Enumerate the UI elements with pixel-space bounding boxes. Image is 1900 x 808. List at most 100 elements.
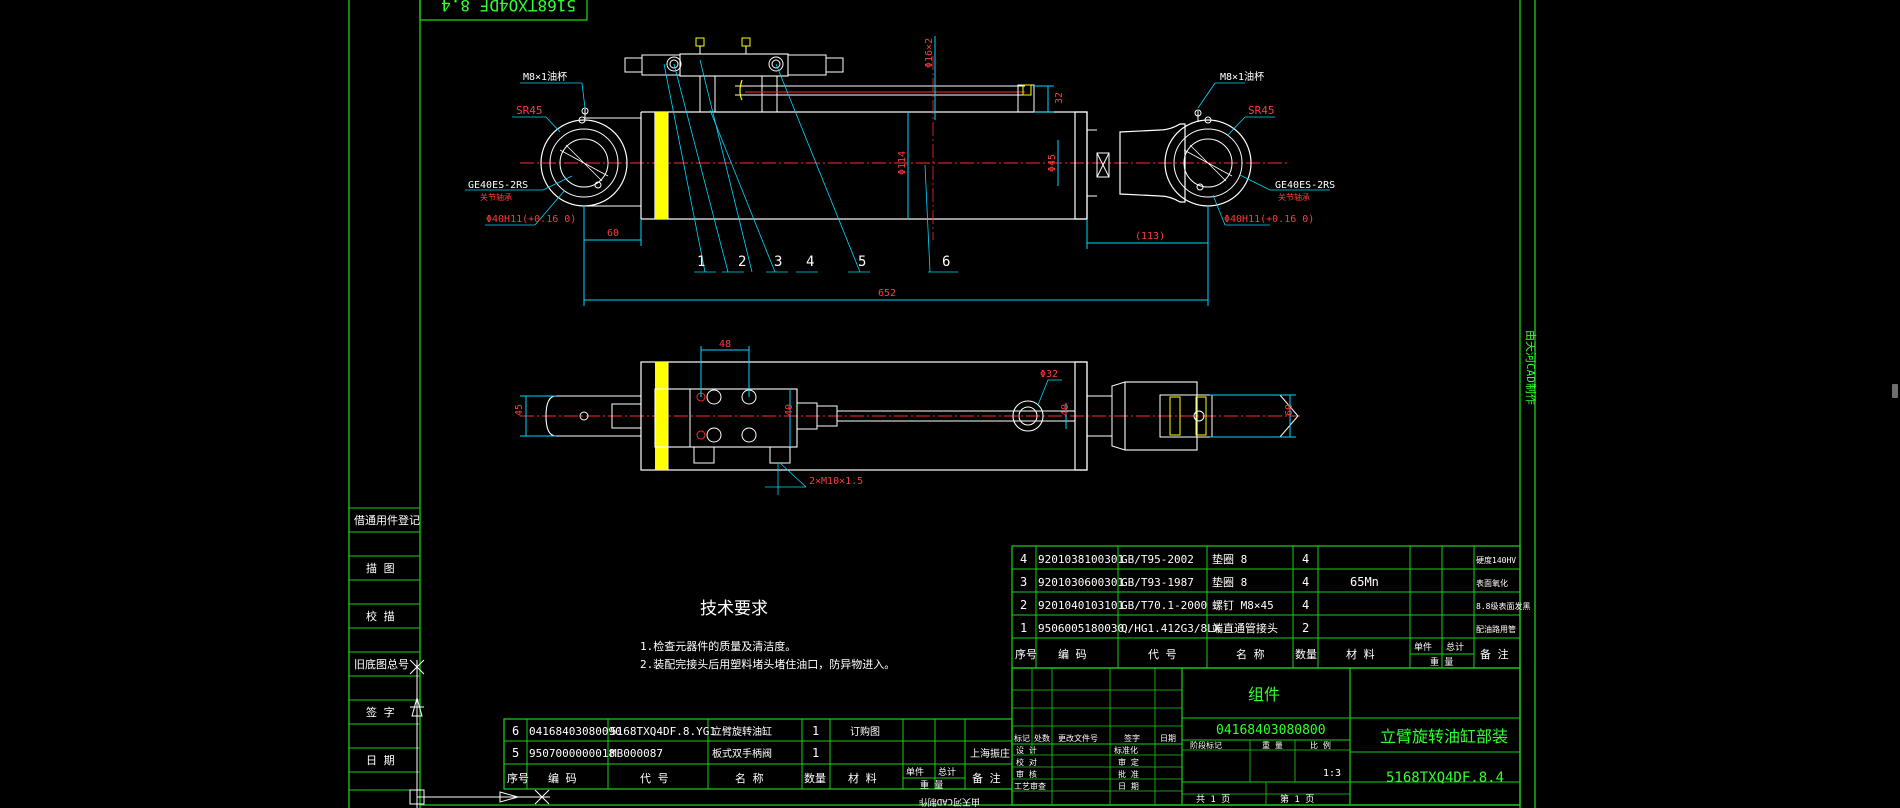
rev-label-file: 更改文件号: [1058, 733, 1098, 743]
bom-top-header-code: 编 码: [1058, 647, 1087, 661]
bom-bottom-row-note: 订购图: [850, 725, 880, 738]
title-block-sheet: 第 1 页: [1280, 793, 1314, 805]
label-trace: 描 图: [366, 561, 395, 575]
leader-5: 5: [858, 254, 866, 270]
bom-top-row-qty: 4: [1302, 598, 1309, 612]
bom-top-header-std: 代 号: [1148, 648, 1177, 661]
bom-bottom-header-code: 编 码: [548, 771, 577, 785]
left-label-column: [348, 507, 421, 791]
rev-label-count: 处数: [1034, 733, 1050, 743]
vertical-scrollbar[interactable]: [1890, 0, 1900, 808]
bom-table-bottom: [503, 718, 1013, 790]
bom-top-row-std: GB/T95-2002: [1121, 553, 1194, 566]
title-block: [1011, 667, 1521, 806]
bom-bottom-rows: 6 04168403080090 5168TXQ4DF.8.YG1 立臂旋转油缸…: [507, 724, 1010, 791]
annotation-hole-left: Φ40H11(+0.16 0): [486, 214, 576, 225]
front-view-dimensions: [465, 36, 1330, 306]
bom-top-row-std: GB/T93-1987: [1121, 576, 1194, 589]
bom-top-row-code: 9201030600301: [1038, 576, 1124, 589]
title-block-labels: 标记 处数 更改文件号 签字 日期 设 计 校 对 审 核 工艺审查 标准化 审…: [1014, 733, 1331, 791]
notes-heading: 技术要求: [700, 599, 768, 619]
stage-scale: 比 例: [1310, 740, 1331, 750]
annotation-sr45-left: SR45: [516, 104, 543, 117]
label-register: 借通用件登记: [354, 513, 420, 527]
bom-bottom-row-std: 5168TXQ4DF.8.YG1: [610, 725, 716, 738]
role-review: 审 核: [1016, 769, 1037, 779]
bom-top-header-name: 名 称: [1236, 647, 1265, 661]
bom-bottom-row-code: 04168403080090: [529, 725, 622, 738]
role-approve2: 批 准: [1118, 769, 1139, 779]
annotation-bearing-left-sub: 关节轴承: [480, 192, 512, 202]
role-design: 设 计: [1016, 745, 1037, 755]
bom-top-header-unit: 单件: [1414, 641, 1432, 653]
bom-top-header-total: 总计: [1446, 641, 1464, 653]
bom-top-row-code: 9201038100301: [1038, 553, 1124, 566]
role-standard: 标准化: [1114, 745, 1138, 755]
dim-45b: 45: [514, 404, 525, 416]
top-view: [520, 361, 1300, 471]
bom-top-row-qty: 4: [1302, 575, 1309, 589]
annotation-grease-nipple-left: M8×1油杯: [523, 70, 567, 83]
dim-m10: 2×M10×1.5: [809, 476, 863, 487]
bom-top-row-note: 硬度140HV: [1476, 555, 1516, 565]
leader-6: 6: [942, 254, 950, 270]
bom-bottom-row-no: 5: [512, 746, 519, 760]
bom-top-row-no: 4: [1020, 552, 1027, 566]
bom-bottom-header-unit: 单件: [906, 766, 924, 778]
title-block-name: 立臂旋转油缸部装: [1380, 727, 1508, 746]
bom-bottom-row-qty: 1: [812, 724, 819, 738]
bom-bottom-row-qty: 1: [812, 746, 819, 760]
title-block-scale: 1:3: [1323, 768, 1341, 779]
label-date: 日 期: [366, 754, 395, 767]
bom-bottom-row-no: 6: [512, 724, 519, 738]
bom-top-header-note: 备 注: [1480, 647, 1509, 661]
title-block-code: 04168403080800: [1216, 723, 1326, 738]
dim-113: (113): [1135, 231, 1165, 242]
title-block-type: 组件: [1248, 685, 1280, 704]
bom-top-row-note: 8.8级表面发黑: [1476, 601, 1530, 611]
scrollbar-grip[interactable]: [1892, 384, 1898, 398]
annotation-grease-nipple-right: M8×1油杯: [1220, 70, 1264, 83]
bom-bottom-header-no: 序号: [507, 771, 529, 785]
bom-top-row-mat: 65Mn: [1350, 575, 1379, 589]
stage-mark: 阶段标记: [1190, 740, 1222, 750]
bom-top-row-qty: 4: [1302, 552, 1309, 566]
bom-bottom-header-name: 名 称: [735, 771, 764, 785]
rev-label-mark: 标记: [1014, 733, 1030, 743]
title-block-drawing-no: 5168TXQ4DF.8.4: [1386, 770, 1504, 786]
dim-40b: 40: [1060, 404, 1071, 416]
annotation-sr45-right: SR45: [1248, 104, 1275, 117]
dim-32: 32: [1054, 92, 1065, 104]
bom-top-row-std: GB/T70.1-2000: [1121, 599, 1207, 612]
bom-top-row-no: 2: [1020, 598, 1027, 612]
bom-top-row-name: 垫圈 8: [1212, 575, 1247, 589]
side-author-text: 由天河CAD制作: [1524, 330, 1538, 405]
bom-top-row-code: 9506005180030: [1038, 622, 1124, 635]
bom-bottom-header-total: 总计: [938, 766, 956, 778]
bom-top-row-no: 1: [1020, 621, 1027, 635]
rev-label-sign: 签字: [1124, 733, 1140, 743]
annotation-hole-right: Φ40H11(+0.16 0): [1224, 214, 1314, 225]
annotation-bearing-right: GE40ES-2RS: [1275, 180, 1335, 191]
bom-top-header-no: 序号: [1015, 647, 1037, 661]
ucs-icon: [409, 659, 550, 808]
dim-60: 60: [607, 228, 619, 239]
drawing-frame: [348, 0, 1536, 808]
bom-top-header-mat: 材 料: [1346, 647, 1375, 661]
bom-bottom-row-note: 上海振庄: [970, 747, 1010, 760]
bom-bottom-header-note: 备 注: [972, 771, 1001, 785]
dim-48: 48: [719, 339, 731, 350]
bom-top-row-no: 3: [1020, 575, 1027, 589]
label-sign: 签 字: [366, 705, 395, 719]
bom-top-row-qty: 2: [1302, 621, 1309, 635]
leader-2: 2: [738, 254, 746, 270]
role-process: 工艺审查: [1014, 781, 1046, 791]
leader-4: 4: [806, 254, 814, 270]
bom-bottom-row-name: 立臂旋转油缸: [712, 725, 772, 738]
role-check: 校 对: [1016, 757, 1037, 767]
front-view: [520, 37, 1290, 240]
dim-40: 40: [784, 404, 795, 416]
bom-bottom-header-qty: 数量: [804, 772, 826, 785]
bom-bottom-row-std: MB000087: [610, 747, 663, 760]
